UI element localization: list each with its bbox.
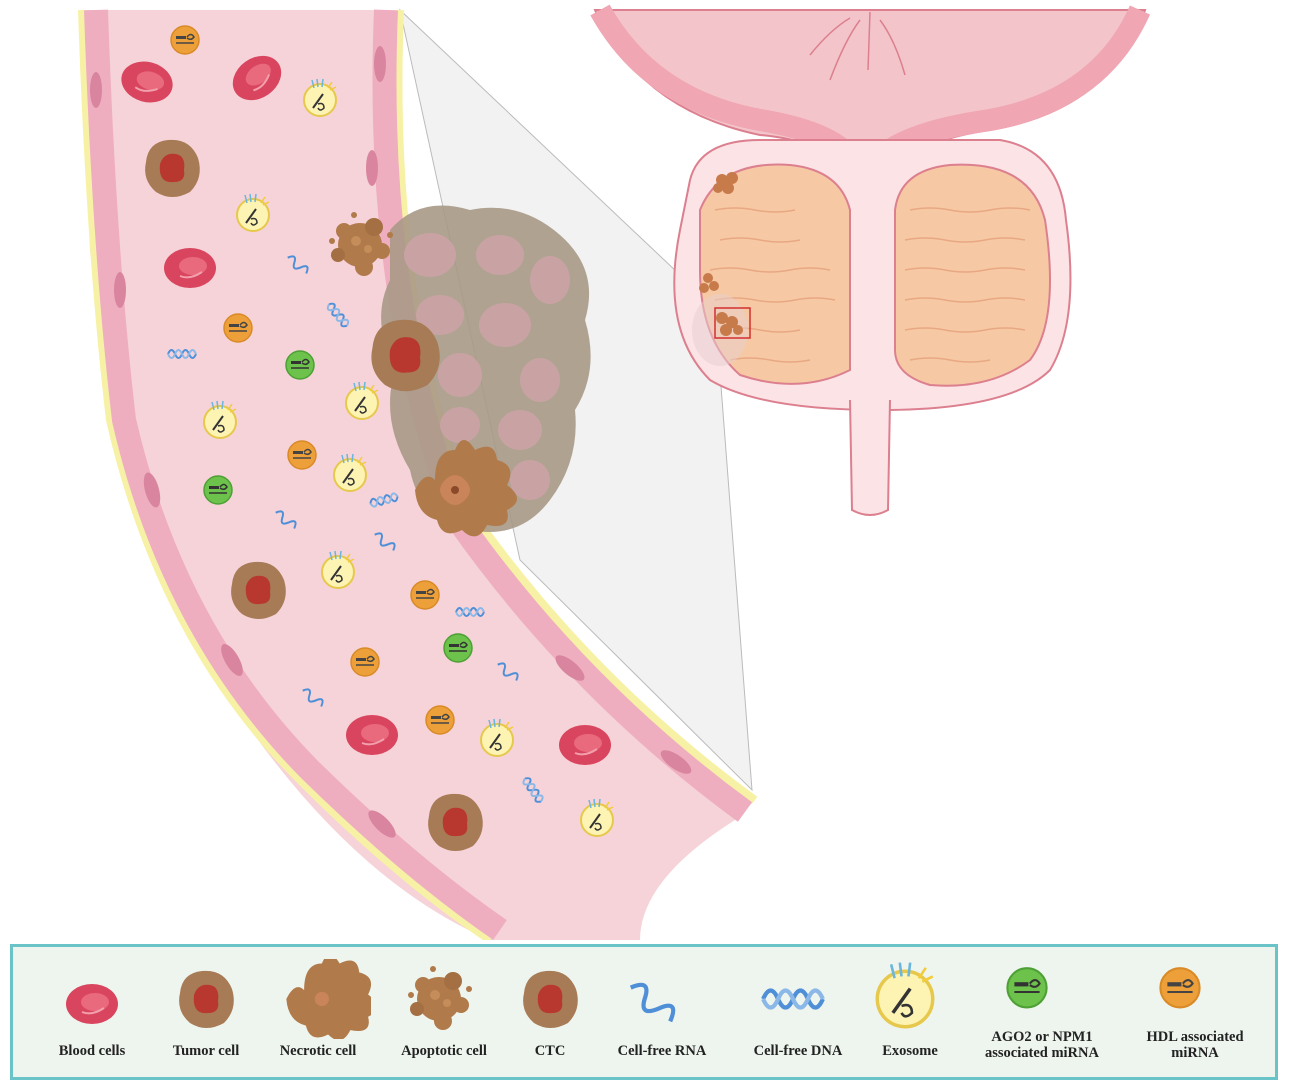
legend-label: Cell-free RNA: [587, 1043, 737, 1059]
legend-item-necrotic-cell: Necrotic cell: [273, 947, 363, 1077]
dna-icon: [753, 959, 833, 1039]
legend-item-tumor-cell: Tumor cell: [161, 947, 251, 1077]
necrotic-cell-icon: [273, 959, 371, 1039]
legend-item-ctc: CTC: [505, 947, 595, 1077]
ctc-icon: [505, 959, 595, 1039]
legend-label: HDL associatedmiRNA: [1120, 1029, 1270, 1061]
exosome-icon: [865, 959, 945, 1039]
apoptotic-cell-icon: [399, 959, 479, 1039]
legend-item-hdl-mirna: HDL associatedmiRNA: [1150, 947, 1240, 1077]
ago2-mirna-icon: [997, 959, 1057, 1019]
diagram-scene: [0, 0, 1291, 940]
blood-cell-icon: [47, 959, 137, 1039]
hdl-mirna-icon: [1150, 959, 1210, 1019]
legend-item-cell-free-dna: Cell-free DNA: [753, 947, 843, 1077]
ctc-cell: [371, 320, 439, 391]
legend-item-cell-free-rna: Cell-free RNA: [617, 947, 707, 1077]
tumor-cell-icon: [161, 959, 251, 1039]
legend-item-blood-cells: Blood cells: [47, 947, 137, 1077]
legend-item-exosome: Exosome: [865, 947, 955, 1077]
legend: Blood cells Tumor cell Necrotic cell Apo…: [10, 944, 1278, 1080]
legend-label: AGO2 or NPM1associated miRNA: [967, 1029, 1117, 1061]
legend-item-ago2-mirna: AGO2 or NPM1associated miRNA: [997, 947, 1087, 1077]
rna-icon: [617, 959, 697, 1039]
legend-label: Exosome: [835, 1043, 985, 1059]
